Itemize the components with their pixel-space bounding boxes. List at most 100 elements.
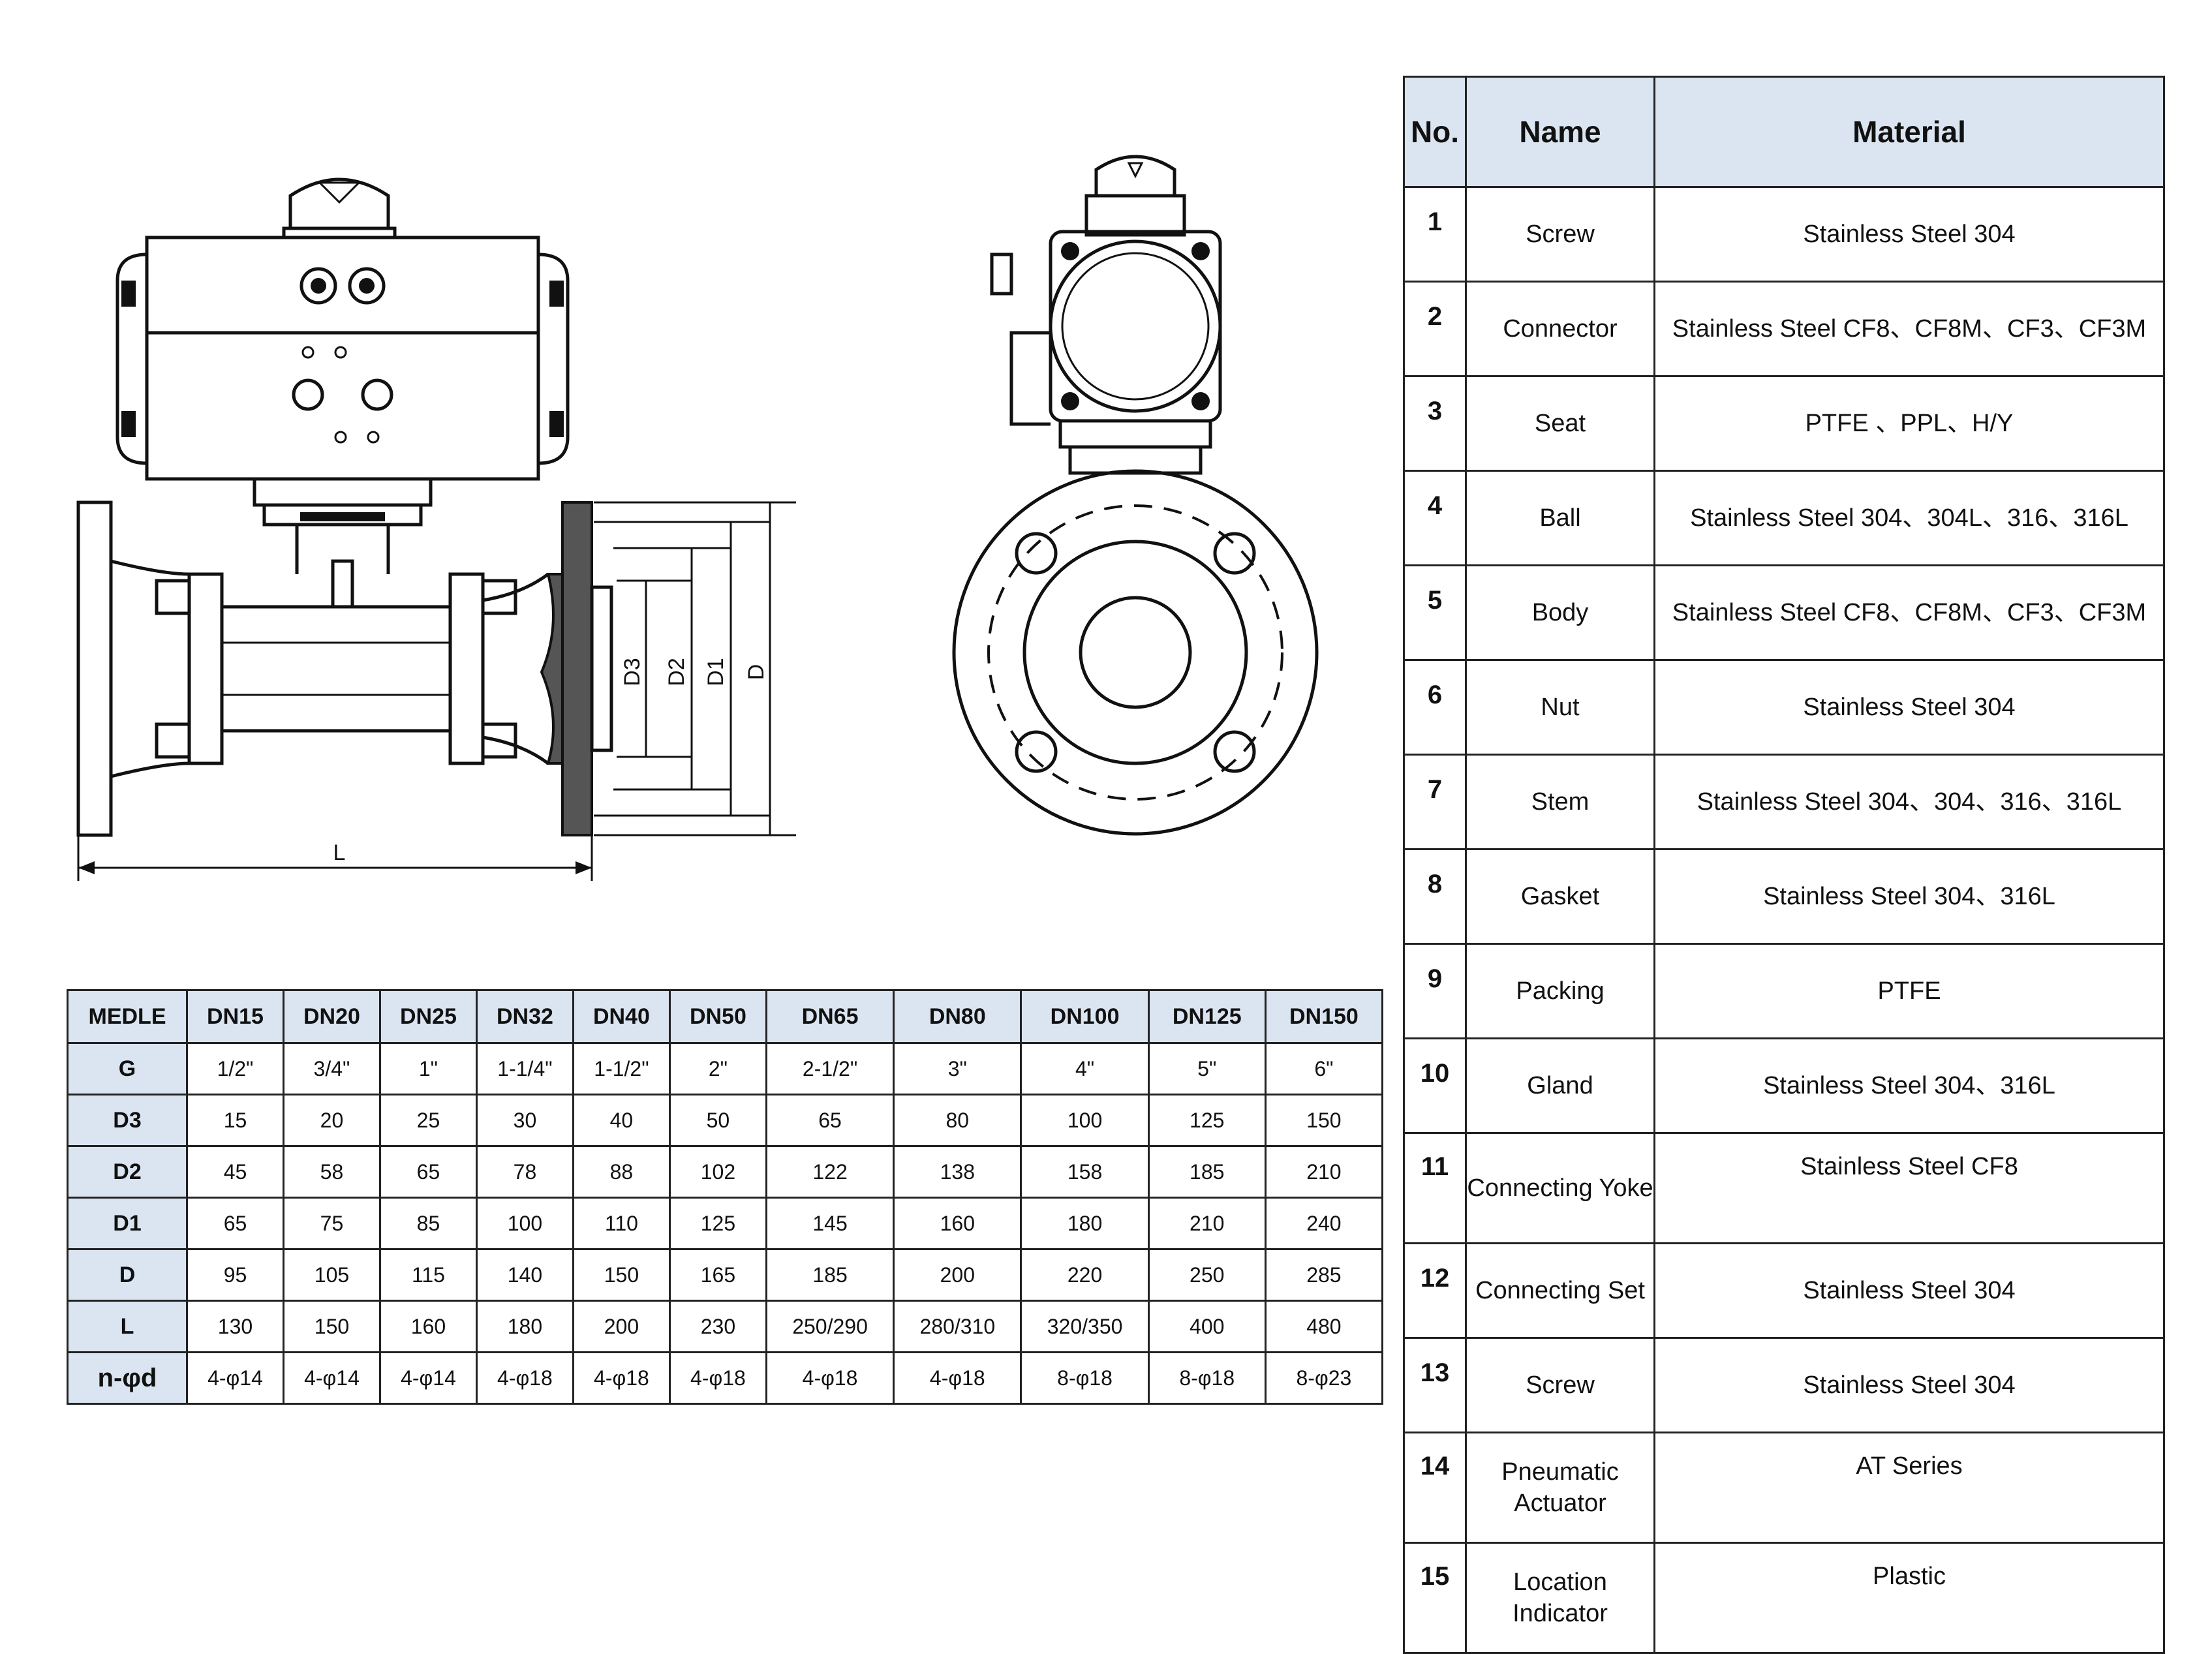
part-name: Gland (1465, 1037, 1655, 1134)
part-number: 7 (1403, 754, 1467, 850)
dimension-cell: 2-1/2" (765, 1042, 895, 1095)
material-row: 2 Connector Stainless Steel CF8、CF8M、CF3… (1403, 281, 2165, 377)
material-row: 7 Stem Stainless Steel 304、304、316、316L (1403, 754, 2165, 850)
dimension-cell: 150 (572, 1248, 671, 1302)
dimension-cell: 25 (378, 1094, 478, 1147)
dimension-cell: 140 (475, 1248, 574, 1302)
dimension-column-header: DN125 (1147, 989, 1267, 1044)
part-material: Stainless Steel CF8、CF8M、CF3、CF3M (1653, 564, 2165, 661)
dimension-row-label: L (67, 1300, 188, 1353)
dimension-cell: 122 (765, 1145, 895, 1199)
dim-label-l: L (333, 840, 346, 865)
location-indicator (288, 177, 390, 230)
dimension-cell: 160 (893, 1197, 1022, 1250)
part-material: PTFE (1653, 943, 2165, 1039)
dimension-cell: 95 (186, 1248, 284, 1302)
part-name: Nut (1465, 659, 1655, 756)
material-row: 3 Seat PTFE 、PPL、H/Y (1403, 375, 2165, 472)
dimension-cell: 200 (893, 1248, 1022, 1302)
dimension-cell: 150 (1264, 1094, 1384, 1147)
dimension-cell: 4-φ14 (282, 1351, 381, 1405)
part-name: Gasket (1465, 848, 1655, 945)
material-row: 9 Packing PTFE (1403, 943, 2165, 1039)
dimension-cell: 115 (378, 1248, 478, 1302)
dimension-cell: 6" (1264, 1042, 1384, 1095)
dimension-cell: 4-φ18 (572, 1351, 671, 1405)
dimension-cell: 240 (1264, 1197, 1384, 1250)
dimension-cell: 88 (572, 1145, 671, 1199)
dimension-cell: 110 (572, 1197, 671, 1250)
part-material: Stainless Steel 304、316L (1653, 1037, 2165, 1134)
dimension-cell: 250 (1147, 1248, 1267, 1302)
dim-label-d3: D3 (620, 658, 645, 686)
dimension-cell: 4-φ18 (765, 1351, 895, 1405)
dimension-cell: 125 (1147, 1094, 1267, 1147)
dimension-cell: 4-φ18 (668, 1351, 767, 1405)
dimension-cell: 1-1/4" (475, 1042, 574, 1095)
dimension-cell: 102 (668, 1145, 767, 1199)
material-row: 14 Pneumatic Actuator AT Series (1403, 1432, 2165, 1544)
dimension-cell: 1-1/2" (572, 1042, 671, 1095)
dimension-cell: 280/310 (893, 1300, 1022, 1353)
material-row: 6 Nut Stainless Steel 304 (1403, 659, 2165, 756)
part-name: Seat (1465, 375, 1655, 472)
dimension-cell: 285 (1264, 1248, 1384, 1302)
dimension-cell: 30 (475, 1094, 574, 1147)
part-material: Stainless Steel 304、304L、316、316L (1653, 470, 2165, 566)
part-number: 8 (1403, 848, 1467, 945)
dimension-cell: 80 (893, 1094, 1022, 1147)
dimension-cell: 65 (765, 1094, 895, 1147)
dimension-cell: 320/350 (1020, 1300, 1150, 1353)
part-material: Stainless Steel 304、304、316、316L (1653, 754, 2165, 850)
dimension-row-label: D2 (67, 1145, 188, 1199)
dimension-cell: 165 (668, 1248, 767, 1302)
dimension-cell: 230 (668, 1300, 767, 1353)
dimension-cell: 3/4" (282, 1042, 381, 1095)
valve-body (220, 605, 452, 733)
part-name: Location Indicator (1465, 1542, 1655, 1654)
part-number: 6 (1403, 659, 1467, 756)
part-number: 9 (1403, 943, 1467, 1039)
part-material: Stainless Steel 304 (1653, 186, 2165, 283)
dimension-cell: 145 (765, 1197, 895, 1250)
material-row: 1 Screw Stainless Steel 304 (1403, 186, 2165, 283)
dimension-cell: 200 (572, 1300, 671, 1353)
part-material: Stainless Steel 304 (1653, 659, 2165, 756)
part-name: Packing (1465, 943, 1655, 1039)
dimension-cell: 58 (282, 1145, 381, 1199)
dim-label-d1: D1 (703, 658, 728, 686)
dimension-column-header: DN15 (186, 989, 284, 1044)
part-number: 3 (1403, 375, 1467, 472)
dimension-cell: 210 (1264, 1145, 1384, 1199)
dimension-cell: 45 (186, 1145, 284, 1199)
dimension-cell: 100 (475, 1197, 574, 1250)
material-table: No. Name Material 1 Screw Stainless Stee… (1403, 76, 2165, 1654)
dimension-corner-header: MEDLE (67, 989, 188, 1044)
dimension-cell: 210 (1147, 1197, 1267, 1250)
dimension-column-header: DN100 (1020, 989, 1150, 1044)
dim-label-d: D (744, 664, 769, 681)
dimension-cell: 105 (282, 1248, 381, 1302)
dimension-cell: 8-φ18 (1020, 1351, 1150, 1405)
part-material: PTFE 、PPL、H/Y (1653, 375, 2165, 472)
part-name: Connector (1465, 281, 1655, 377)
material-row: 13 Screw Stainless Steel 304 (1403, 1337, 2165, 1433)
dimension-cell: 2" (668, 1042, 767, 1095)
dim-label-d2: D2 (664, 658, 689, 686)
dimension-row-label: n-φd (67, 1351, 188, 1405)
material-header-name: Name (1465, 76, 1655, 188)
part-number: 4 (1403, 470, 1467, 566)
dimension-cell: 65 (186, 1197, 284, 1250)
material-row: 8 Gasket Stainless Steel 304、316L (1403, 848, 2165, 945)
dimension-cell: 4-φ14 (186, 1351, 284, 1405)
dimension-cell: 180 (1020, 1197, 1150, 1250)
dimension-cell: 4" (1020, 1042, 1150, 1095)
dimension-column-header: DN65 (765, 989, 895, 1044)
material-row: 12 Connecting Set Stainless Steel 304 (1403, 1242, 2165, 1339)
dimension-cell: 138 (893, 1145, 1022, 1199)
part-material: Stainless Steel 304 (1653, 1242, 2165, 1339)
